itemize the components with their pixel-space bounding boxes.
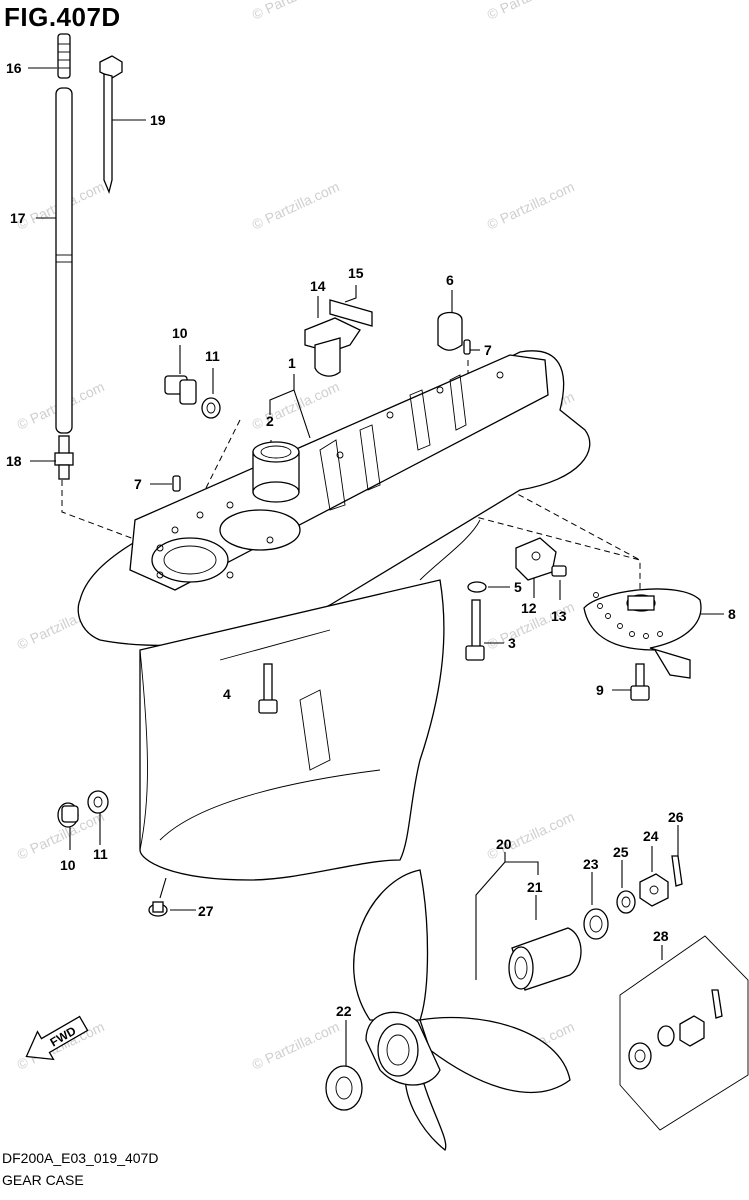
- callout-20: 20: [496, 836, 512, 852]
- callout-2: 2: [266, 413, 274, 429]
- callout-3: 3: [508, 635, 516, 651]
- callout-23: 23: [583, 856, 599, 872]
- part-21-bushing: [508, 927, 582, 991]
- callout-17: 17: [10, 210, 26, 226]
- callout-22: 22: [336, 1003, 352, 1019]
- callout-1: 1: [288, 355, 296, 371]
- diagram-caption: GEAR CASE: [2, 1172, 84, 1188]
- watermark: © Partzilla.com: [250, 178, 342, 232]
- part-14-15-clamp: [304, 299, 373, 377]
- callout-16: 16: [6, 60, 22, 76]
- part-19-cable-tie: [99, 55, 123, 195]
- diagram-code: DF200A_E03_019_407D: [2, 1150, 159, 1166]
- watermark: © Partzilla.com: [250, 1018, 342, 1072]
- part-9-bolt: [630, 663, 650, 701]
- part-10-11-plug: [164, 375, 221, 419]
- part-26-cotter-pin: [671, 855, 683, 887]
- part-27-drain: [148, 901, 168, 917]
- callout-8: 8: [728, 606, 736, 622]
- part-28-kit: [619, 935, 749, 1131]
- callout-12: 12: [521, 600, 537, 616]
- part-10-11-plug-lower: [57, 790, 109, 828]
- callout-24: 24: [643, 828, 659, 844]
- callout-6: 6: [446, 272, 454, 288]
- callout-25: 25: [613, 844, 629, 860]
- watermark: © Partzilla.com: [250, 378, 342, 432]
- watermark: © Partzilla.com: [485, 178, 577, 232]
- part-23-spacer: [583, 908, 609, 940]
- part-7-pin: [463, 339, 471, 355]
- callout-10-top: 10: [172, 325, 188, 341]
- gear-case-housing: [77, 350, 591, 881]
- part-16-shaft-end: [57, 33, 71, 79]
- callout-19: 19: [150, 112, 166, 128]
- part-8-trim-tab: [583, 588, 702, 679]
- part-6-pad: [437, 311, 463, 351]
- part-20-propeller: [353, 869, 571, 1152]
- leader-lines: [28, 67, 724, 1075]
- part-3-5-bolt: [465, 581, 487, 661]
- part-25-washer: [616, 890, 636, 914]
- callout-7-right: 7: [484, 342, 492, 358]
- part-12-block: [515, 537, 567, 581]
- callout-5: 5: [514, 579, 522, 595]
- part-17-shift-rod: [55, 87, 73, 434]
- callout-11-bottom: 11: [93, 846, 108, 862]
- part-24-nut: [639, 873, 669, 907]
- watermark: © Partzilla.com: [250, 0, 342, 23]
- callout-9: 9: [596, 682, 604, 698]
- part-22-washer: [325, 1065, 363, 1111]
- part-4-bolt: [258, 663, 278, 714]
- watermark: © Partzilla.com: [485, 0, 577, 23]
- callout-13: 13: [551, 608, 567, 624]
- figure-title: FIG.407D: [4, 2, 121, 32]
- callout-27: 27: [198, 903, 214, 919]
- callout-4: 4: [223, 686, 231, 702]
- callout-18: 18: [6, 453, 22, 469]
- callout-14: 14: [310, 278, 326, 294]
- callout-15: 15: [348, 265, 364, 281]
- callout-28: 28: [653, 928, 669, 944]
- part-7-pin: [172, 475, 181, 492]
- callout-21: 21: [527, 879, 543, 895]
- callout-11-top: 11: [205, 348, 220, 364]
- callout-7-left: 7: [134, 476, 142, 492]
- part-18-fitting: [54, 435, 74, 480]
- callout-26: 26: [668, 809, 684, 825]
- callout-10-bottom: 10: [60, 857, 76, 873]
